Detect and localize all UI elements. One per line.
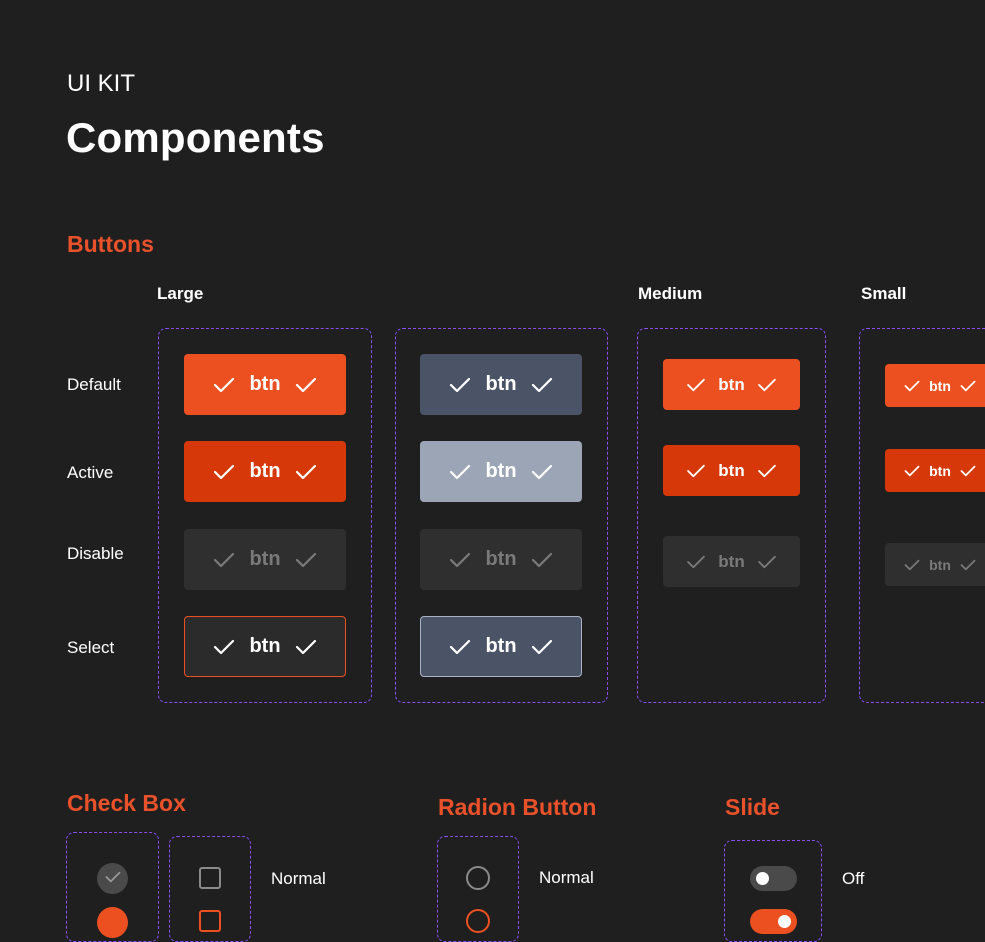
button-label: btn [718,460,745,480]
check-icon [449,639,471,655]
large-secondary-frame [395,328,608,703]
page-kicker: UI KIT [67,70,136,97]
large-primary-active-button[interactable]: btn [184,441,346,502]
check-icon [531,552,553,568]
row-label-active: Active [67,463,114,482]
buttons-section-title: Buttons [67,231,154,257]
check-icon [531,639,553,655]
check-icon [449,464,471,480]
large-primary-disabled-button: btn [184,529,346,590]
button-label: btn [249,460,281,482]
check-icon [686,378,706,392]
check-icon [449,552,471,568]
toggle-on[interactable] [750,909,797,934]
check-icon [213,377,235,393]
check-icon [295,377,317,393]
medium-frame [637,328,826,703]
checkbox-checked[interactable] [199,910,221,932]
small-disabled-button: btn [885,543,985,586]
button-label: btn [249,635,281,657]
row-label-select: Select [67,638,115,657]
medium-default-button[interactable]: btn [663,359,800,410]
check-icon [904,559,920,571]
large-secondary-select-button[interactable]: btn [420,616,582,677]
large-primary-frame [158,328,372,703]
check-icon [295,639,317,655]
checkbox-normal-label: Normal [271,869,326,888]
toggle-knob [756,872,769,885]
button-label: btn [929,556,951,573]
radio-checked[interactable] [466,909,490,933]
slide-section-title: Slide [725,794,780,820]
check-icon [960,380,976,392]
medium-active-button[interactable]: btn [663,445,800,496]
button-label: btn [485,635,517,657]
small-default-button[interactable]: btn [885,364,985,407]
row-label-disable: Disable [67,544,124,563]
slide-off-label: Off [842,869,865,888]
medium-disabled-button: btn [663,536,800,587]
radio-section-title: Radion Button [438,794,597,820]
button-label: btn [929,377,951,394]
checkbox-round-active[interactable] [97,907,128,938]
button-label: btn [929,462,951,479]
large-primary-default-button[interactable]: btn [184,354,346,415]
row-label-default: Default [67,375,121,394]
check-icon [213,639,235,655]
size-label-large: Large [157,284,204,303]
check-icon [449,377,471,393]
check-icon [686,464,706,478]
large-secondary-default-button[interactable]: btn [420,354,582,415]
button-label: btn [249,373,281,395]
check-icon [531,377,553,393]
button-label: btn [718,551,745,571]
check-icon [213,552,235,568]
check-icon [904,380,920,392]
large-secondary-disabled-button: btn [420,529,582,590]
small-frame [859,328,985,703]
size-label-medium: Medium [638,284,703,303]
toggle-off[interactable] [750,866,797,891]
size-label-small: Small [861,284,907,303]
check-icon [960,465,976,477]
checkbox-normal[interactable] [199,867,221,889]
radio-normal-label: Normal [539,868,594,887]
check-icon [904,465,920,477]
button-label: btn [249,548,281,570]
button-label: btn [485,460,517,482]
page-title: Components [66,114,325,161]
check-icon [213,464,235,480]
check-icon [757,464,777,478]
checkbox-section-title: Check Box [67,790,186,816]
button-label: btn [485,548,517,570]
radio-normal[interactable] [466,866,490,890]
small-active-button[interactable]: btn [885,449,985,492]
check-icon [105,870,121,888]
button-label: btn [718,374,745,394]
large-secondary-active-button[interactable]: btn [420,441,582,502]
large-primary-select-button[interactable]: btn [184,616,346,677]
check-icon [686,555,706,569]
check-icon [295,464,317,480]
check-icon [960,559,976,571]
button-label: btn [485,373,517,395]
checkbox-round-checked[interactable] [97,863,128,894]
check-icon [295,552,317,568]
check-icon [531,464,553,480]
check-icon [757,555,777,569]
check-icon [757,378,777,392]
